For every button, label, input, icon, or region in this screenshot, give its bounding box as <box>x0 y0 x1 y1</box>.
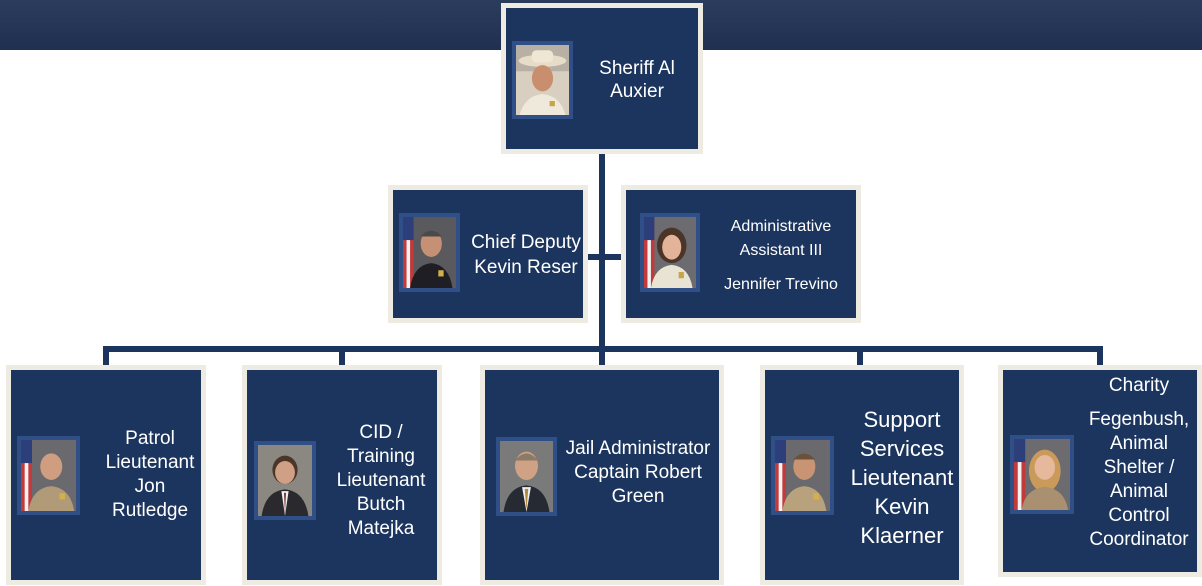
patrol-name: Patrol Lieutenant Jon Rutledge <box>105 428 195 521</box>
jail-portrait <box>496 437 557 516</box>
org-node-jail: Jail Administrator Captain Robert Green <box>480 365 724 585</box>
org-node-admin-assistant: Administrative Assistant III Jennifer Tr… <box>621 185 861 323</box>
org-node-animal-control: Charity Fegenbush, Animal Shelter / Anim… <box>998 365 1202 577</box>
sheriff-portrait <box>512 41 573 119</box>
cid-name-label: CID / Training Lieutenant Butch Matejka <box>323 406 439 556</box>
admin-assistant-label: Administrative Assistant III Jennifer Tr… <box>710 204 852 308</box>
sheriff-name-label: Sheriff Al Auxier <box>582 50 692 110</box>
chief-deputy-name: Chief Deputy Kevin Reser <box>471 232 581 278</box>
admin-assistant-portrait <box>640 213 700 292</box>
org-node-chief-deputy: Chief Deputy Kevin Reser <box>388 185 588 323</box>
patrol-portrait <box>17 436 80 515</box>
org-node-patrol: Patrol Lieutenant Jon Rutledge <box>6 365 206 585</box>
jail-name: Jail Administrator Captain Robert Green <box>565 438 711 507</box>
admin-assistant-title: Administrative Assistant III <box>730 218 832 259</box>
support-name-label: Support Services Lieutenant Kevin Klaern… <box>841 402 963 552</box>
cid-portrait <box>254 441 316 520</box>
cid-name: CID / Training Lieutenant Butch Matejka <box>336 422 426 539</box>
org-node-support-services: Support Services Lieutenant Kevin Klaern… <box>760 365 964 585</box>
animal-control-name-label: Charity Fegenbush, Animal Shelter / Anim… <box>1077 374 1201 570</box>
chief-deputy-name-label: Chief Deputy Kevin Reser <box>467 210 585 300</box>
admin-assistant-name: Jennifer Trevino <box>724 276 838 293</box>
org-node-sheriff: Sheriff Al Auxier <box>501 3 703 154</box>
support-portrait <box>771 436 834 515</box>
support-name: Support Services Lieutenant Kevin Klaern… <box>850 406 954 548</box>
animal-control-title: Fegenbush, Animal Shelter / Animal Contr… <box>1088 409 1190 550</box>
patrol-name-label: Patrol Lieutenant Jon Rutledge <box>97 410 203 540</box>
chief-deputy-portrait <box>399 213 460 292</box>
animal-control-portrait <box>1010 435 1074 514</box>
animal-control-first-name: Charity <box>1108 375 1170 396</box>
org-node-cid-training: CID / Training Lieutenant Butch Matejka <box>242 365 442 585</box>
jail-name-label: Jail Administrator Captain Robert Green <box>563 418 713 528</box>
sheriff-name: Sheriff Al Auxier <box>599 58 675 102</box>
